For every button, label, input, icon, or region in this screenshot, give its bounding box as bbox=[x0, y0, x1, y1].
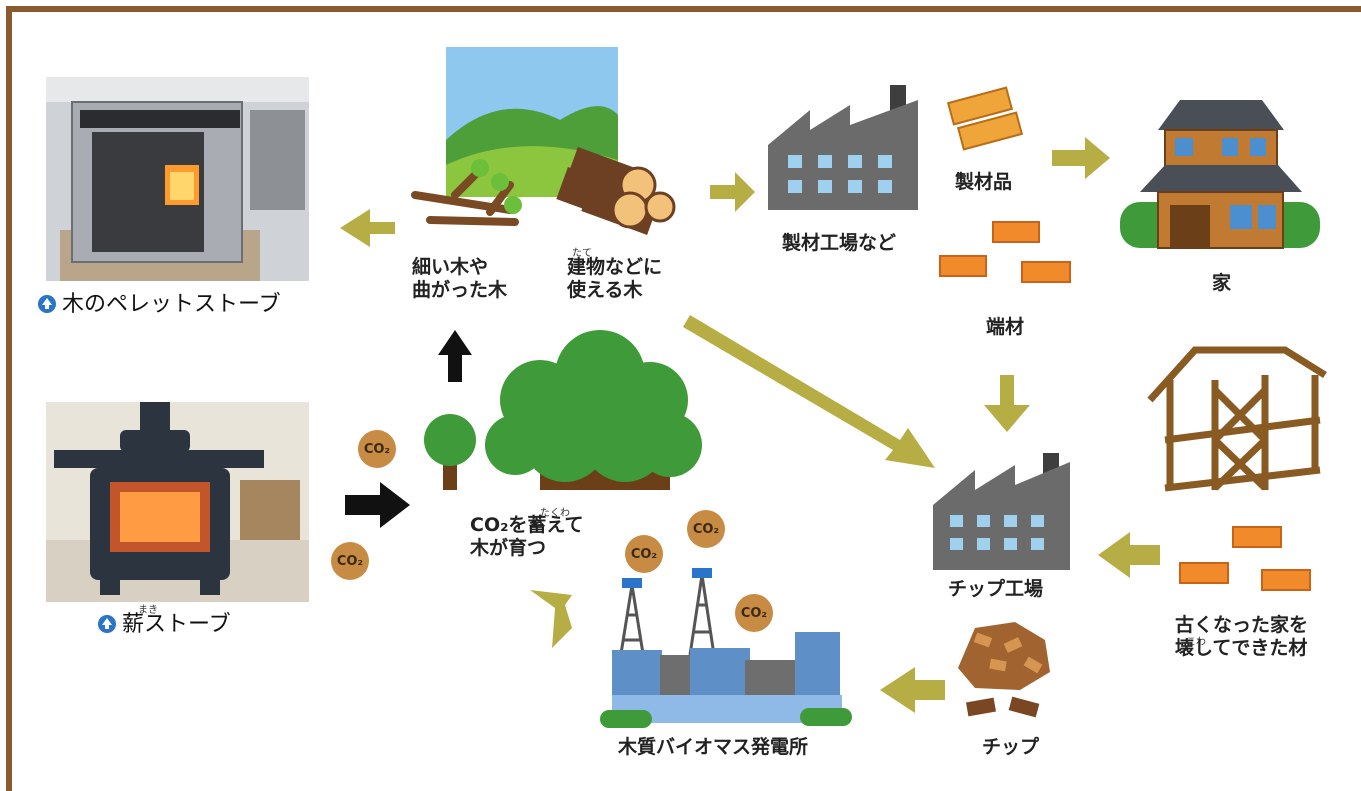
chip-factory-label: チップ工場 bbox=[948, 578, 1044, 600]
lumber-label: 製材品 bbox=[955, 171, 1013, 193]
old-house-label: 古くなった家を壊してできた材 bbox=[1175, 614, 1308, 660]
co2-bubble: CO₂ bbox=[687, 510, 725, 548]
thin-wood-line1: 細い木や bbox=[412, 256, 489, 278]
house-icon bbox=[1120, 100, 1320, 249]
offcuts-label: 端材 bbox=[986, 316, 1025, 338]
co2-store-line2: 木が育つ bbox=[470, 537, 547, 560]
house-label: 家 bbox=[1212, 272, 1232, 294]
pellet-stove-label: 木のペレットストーブ bbox=[62, 292, 281, 317]
border-frame bbox=[6, 6, 1361, 791]
building-wood-line1: 建物などに bbox=[567, 256, 663, 278]
arrow-right-black bbox=[345, 482, 410, 528]
lumber-icon bbox=[946, 86, 1024, 151]
forest-icon bbox=[485, 330, 702, 490]
arrow-up-black bbox=[438, 330, 472, 382]
wood-stove-label: 薪ストーブ bbox=[122, 612, 231, 637]
old-wood-icon bbox=[1179, 526, 1311, 591]
arrow-to-power-plant bbox=[880, 667, 945, 713]
up-arrow-circle-icon bbox=[38, 295, 56, 313]
sawmill-label: 製材工場など bbox=[782, 232, 897, 254]
old-house-line2: 壊してできた材 bbox=[1175, 637, 1308, 660]
co2-store-ruby: たくわ bbox=[540, 508, 570, 519]
tree-icon bbox=[424, 414, 476, 490]
power-plant-label: 木質バイオマス発電所 bbox=[618, 736, 809, 758]
wood-stove-photo bbox=[46, 402, 309, 602]
thin-wood-label: 細い木や曲がった木 bbox=[412, 256, 507, 302]
house-frame-icon bbox=[1147, 346, 1327, 492]
wood-stove-ruby: まき bbox=[138, 605, 158, 616]
pellet-stove-caption: 木のペレットストーブ bbox=[38, 292, 281, 319]
chips-icon bbox=[958, 622, 1050, 718]
co2-bubble: CO₂ bbox=[358, 430, 396, 468]
offcuts-icon bbox=[939, 221, 1071, 283]
arrow-to-chip-factory-long bbox=[683, 315, 935, 468]
co2-store-line1: CO₂を蓄えて bbox=[470, 514, 584, 536]
arrow-to-forest bbox=[530, 590, 572, 648]
building-wood-line2: 使える木 bbox=[567, 279, 643, 302]
chip-factory-icon bbox=[933, 453, 1070, 570]
logs-image bbox=[556, 147, 676, 235]
black-arrows bbox=[345, 330, 472, 528]
old-house-ruby: こわ bbox=[1186, 637, 1206, 648]
co2-store-label: CO₂を蓄えて木が育つ bbox=[470, 514, 583, 560]
wood-stove-caption: 薪ストーブ bbox=[98, 612, 231, 639]
arrow-to-sawmill bbox=[710, 172, 755, 212]
sawmill-factory-icon bbox=[768, 85, 918, 210]
chips-label: チップ bbox=[982, 736, 1040, 758]
olive-arrows bbox=[340, 137, 1160, 713]
arrow-to-chip-factory bbox=[984, 375, 1030, 432]
pellet-stove-photo bbox=[46, 77, 309, 281]
branches-image bbox=[411, 159, 522, 226]
arrow-from-old-house bbox=[1098, 532, 1160, 578]
building-wood-label: 建物などに使える木 bbox=[567, 256, 662, 302]
arrow-to-pellet-stove bbox=[340, 209, 395, 247]
old-house-line1: 古くなった家を bbox=[1175, 614, 1309, 636]
co2-bubble: CO₂ bbox=[735, 594, 773, 632]
arrow-to-house bbox=[1052, 137, 1110, 179]
thin-wood-line2: 曲がった木 bbox=[412, 279, 508, 302]
power-plant-icon bbox=[600, 568, 852, 728]
co2-bubble: CO₂ bbox=[625, 535, 663, 573]
building-wood-ruby: たて bbox=[572, 248, 592, 259]
co2-bubble: CO₂ bbox=[331, 542, 369, 580]
up-arrow-circle-icon bbox=[98, 615, 116, 633]
